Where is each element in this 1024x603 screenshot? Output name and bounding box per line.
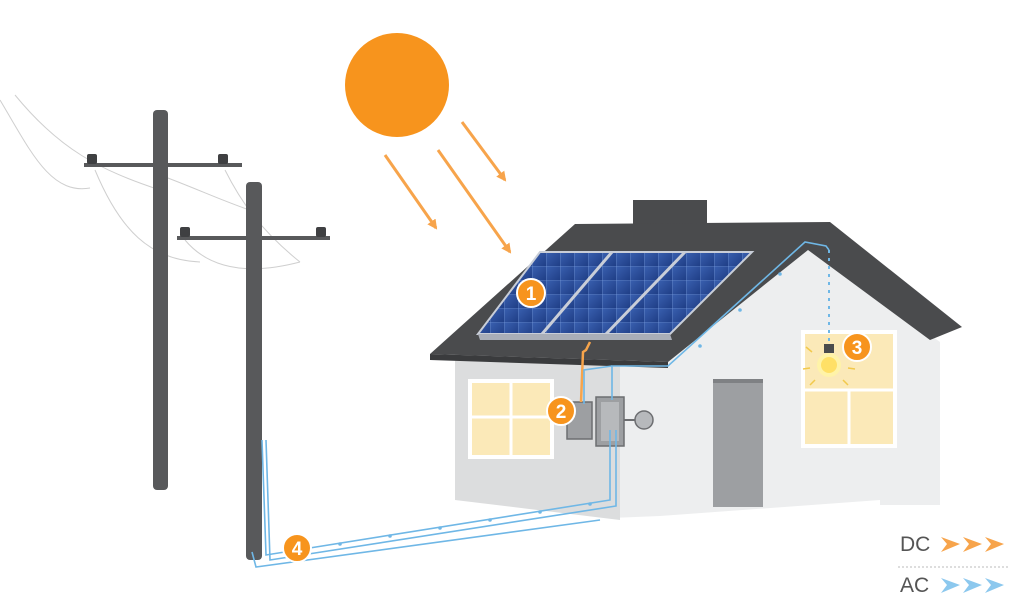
badge-4: 4 <box>282 533 312 563</box>
ac-flow-arrows <box>338 272 782 546</box>
badge-3: 3 <box>842 332 872 362</box>
light-bulb-icon <box>802 250 856 386</box>
ac-wires <box>251 241 830 568</box>
electric-meter <box>624 410 654 430</box>
badge-1: 1 <box>516 278 546 308</box>
legend-dc-label: DC <box>900 533 930 556</box>
ac-arrows-icon <box>941 578 1004 593</box>
badge-2: 2 <box>546 396 576 426</box>
legend-ac-label: AC <box>900 574 929 597</box>
house <box>430 200 962 520</box>
svg-text:1: 1 <box>526 284 537 305</box>
solar-panels <box>475 250 755 340</box>
dc-wire <box>579 341 592 403</box>
utility-pole-back <box>84 110 242 490</box>
legend: DC AC <box>898 533 1008 597</box>
svg-text:2: 2 <box>556 402 567 423</box>
utility-pole-front <box>177 182 330 560</box>
svg-text:4: 4 <box>292 539 303 560</box>
sun-rays <box>383 121 512 254</box>
svg-text:3: 3 <box>852 338 863 359</box>
dc-arrows-icon <box>941 537 1004 552</box>
sun-icon <box>345 33 449 137</box>
